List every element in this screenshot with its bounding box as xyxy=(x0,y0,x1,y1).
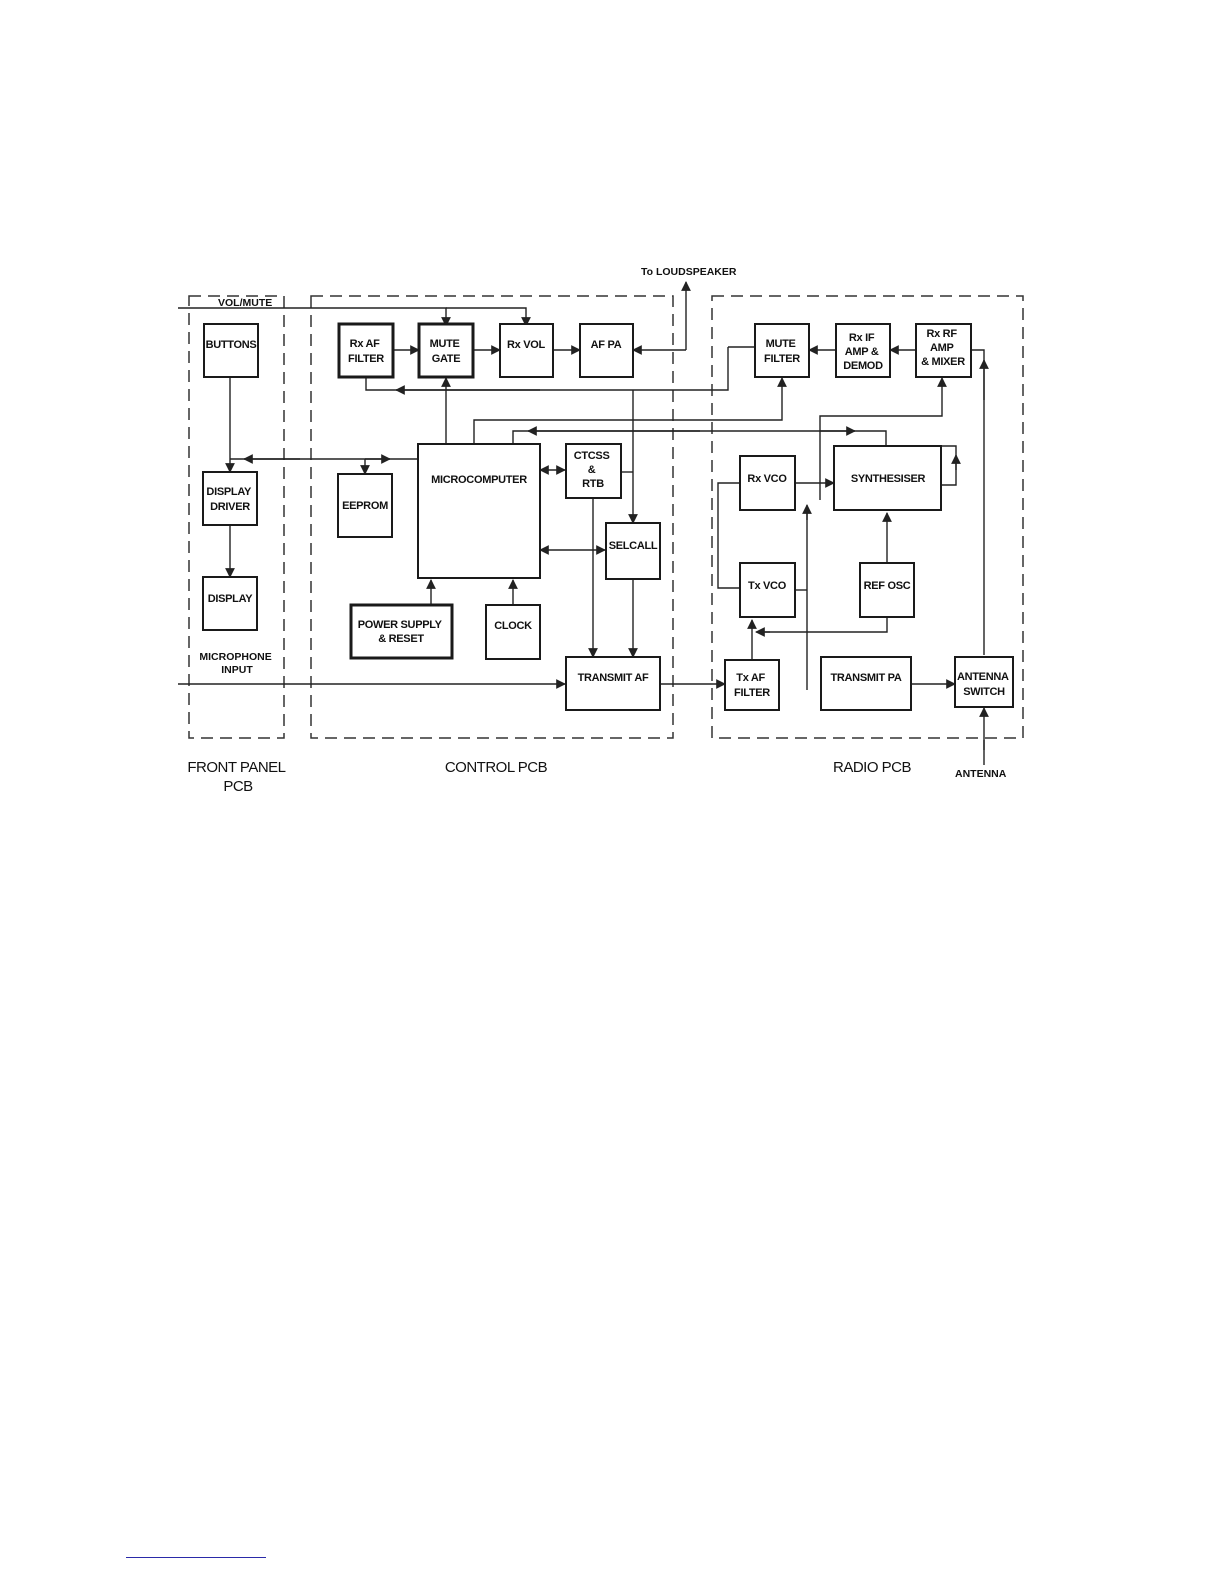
block-rx-vol-label: Rx VOL xyxy=(507,339,546,351)
radio-pcb-outline xyxy=(711,295,1024,739)
block-mute-gate-label: MUTE GATE xyxy=(430,338,463,365)
block-rx-vol: Rx VOL xyxy=(499,323,554,378)
block-selcall: SELCALL xyxy=(605,522,661,580)
block-tx-af-filter: Tx AF FILTER xyxy=(724,659,780,711)
block-mute-gate: MUTE GATE xyxy=(417,322,475,379)
block-af-pa: AF PA xyxy=(579,323,634,378)
block-selcall-label: SELCALL xyxy=(609,540,658,552)
block-eeprom-label: EEPROM xyxy=(342,500,388,512)
block-buttons-label: BUTTONS xyxy=(206,339,257,351)
block-power-supply-reset: POWER SUPPLY & RESET xyxy=(349,603,454,660)
footnote-rule xyxy=(126,1557,266,1558)
to-loudspeaker-label: To LOUDSPEAKER xyxy=(641,266,737,278)
block-display-driver-label: DISPLAY DRIVER xyxy=(206,486,253,513)
block-ref-osc: REF OSC xyxy=(859,562,915,618)
block-antenna-switch-label: ANTENNA SWITCH xyxy=(957,671,1011,698)
block-rx-af-filter-label: Rx AF FILTER xyxy=(348,338,384,365)
block-power-supply-reset-label: POWER SUPPLY & RESET xyxy=(358,619,445,645)
block-rx-if-amp-demod-label: Rx IF AMP & DEMOD xyxy=(843,332,883,372)
block-buttons: BUTTONS xyxy=(203,323,259,378)
block-eeprom: EEPROM xyxy=(337,473,393,538)
block-transmit-pa-label: TRANSMIT PA xyxy=(830,672,901,684)
front-panel-pcb-outline xyxy=(188,295,285,739)
block-tx-af-filter-label: Tx AF FILTER xyxy=(734,672,770,699)
block-clock: CLOCK xyxy=(485,604,541,660)
block-transmit-af: TRANSMIT AF xyxy=(565,656,661,711)
block-display-driver: DISPLAY DRIVER xyxy=(202,471,258,526)
antenna-label: ANTENNA xyxy=(955,768,1007,780)
block-transmit-pa: TRANSMIT PA xyxy=(820,656,912,711)
block-transmit-af-label: TRANSMIT AF xyxy=(578,672,649,684)
control-pcb-outline xyxy=(310,295,674,739)
signal-wires xyxy=(178,281,989,765)
section-control-pcb: CONTROL PCB xyxy=(445,759,548,776)
block-display: DISPLAY xyxy=(202,576,258,631)
block-clock-label: CLOCK xyxy=(494,620,532,632)
block-synthesiser: SYNTHESISER xyxy=(833,445,942,511)
block-microcomputer-label: MICROCOMPUTER xyxy=(431,474,527,486)
block-ref-osc-label: REF OSC xyxy=(864,580,911,592)
block-tx-vco-label: Tx VCO xyxy=(748,580,787,592)
block-rx-af-filter: Rx AF FILTER xyxy=(337,322,395,379)
block-antenna-switch: ANTENNA SWITCH xyxy=(954,656,1014,708)
block-rx-rf-amp-mixer-label: Rx RF AMP & MIXER xyxy=(921,328,965,368)
block-ctcss-rtb: CTCSS & RTB xyxy=(565,443,622,499)
microphone-input-label: MICROPHONE INPUT xyxy=(199,651,274,676)
section-radio-pcb: RADIO PCB xyxy=(833,759,912,776)
vol-mute-label: VOL/MUTE xyxy=(218,297,272,309)
block-rx-rf-amp-mixer: Rx RF AMP & MIXER xyxy=(915,323,972,378)
section-front-panel-pcb: FRONT PANEL PCB xyxy=(187,759,288,795)
block-display-label: DISPLAY xyxy=(208,593,254,605)
block-rx-vco: Rx VCO xyxy=(739,455,796,511)
block-ctcss-rtb-label: CTCSS & RTB xyxy=(574,450,613,490)
block-tx-vco: Tx VCO xyxy=(739,562,796,618)
block-rx-if-amp-demod: Rx IF AMP & DEMOD xyxy=(835,323,891,378)
block-rx-vco-label: Rx VCO xyxy=(747,473,787,485)
block-microcomputer: MICROCOMPUTER xyxy=(417,443,541,579)
block-mute-filter-label: MUTE FILTER xyxy=(764,338,800,365)
block-af-pa-label: AF PA xyxy=(591,339,622,351)
block-mute-filter: MUTE FILTER xyxy=(754,323,810,378)
block-synthesiser-label: SYNTHESISER xyxy=(851,473,926,485)
